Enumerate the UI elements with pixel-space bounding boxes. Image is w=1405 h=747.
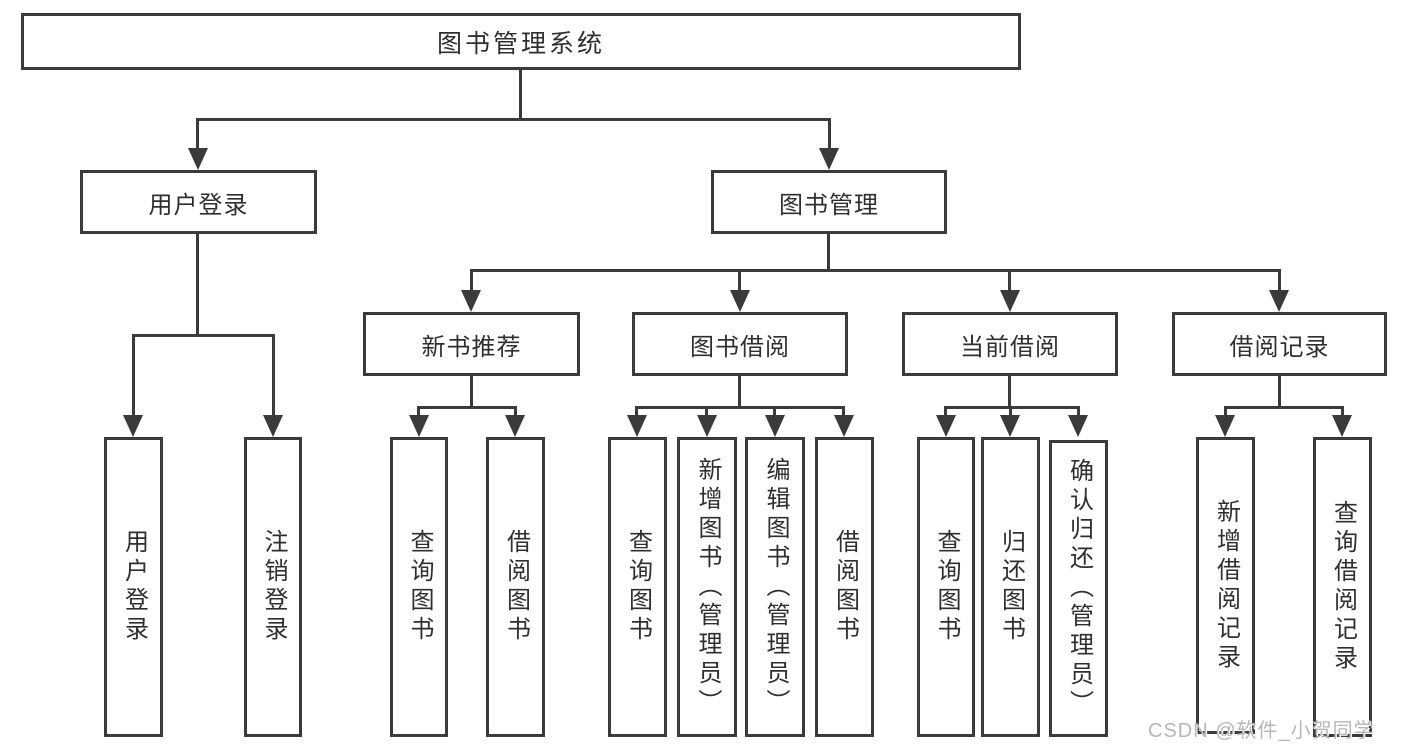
node-leaf-user-login: 用户登录	[104, 437, 163, 737]
arrowhead-confirm-return	[1068, 415, 1088, 437]
node-leaf-borrow-books-rec: 借阅图书	[486, 437, 545, 737]
arrowhead-user-login	[188, 148, 208, 170]
node-label: 查询图书	[624, 529, 652, 645]
connector-drop-leaf-logout	[272, 334, 275, 421]
node-leaf-query-books-borrow: 查询图书	[608, 437, 667, 737]
node-label: 借阅图书	[502, 529, 530, 645]
connector-drop	[1341, 406, 1344, 421]
node-leaf-query-books-current: 查询图书	[917, 437, 975, 737]
arrowhead-return-books	[1000, 415, 1020, 437]
connector-book-borrow-split	[635, 406, 845, 409]
node-label: 注销登录	[260, 529, 287, 645]
node-label: 图书管理	[779, 191, 879, 219]
arrowhead-current-borrow	[1000, 290, 1020, 312]
node-leaf-query-borrow-record: 查询借阅记录	[1313, 437, 1372, 737]
connector-drop	[944, 406, 947, 421]
node-label: 新书推荐	[421, 333, 522, 361]
node-label: 图书借阅	[690, 333, 790, 361]
node-leaf-return-books: 归还图书	[981, 437, 1040, 737]
connector-root-split	[196, 118, 831, 121]
node-leaf-borrow-books: 借阅图书	[815, 437, 874, 737]
arrowhead-edit-books	[765, 415, 785, 437]
connector-drop-book-borrow	[738, 269, 741, 294]
arrowhead-borrow-books	[834, 415, 854, 437]
connector-new-book-rec-stub	[470, 376, 473, 409]
node-label: 确认归还（管理员）	[1065, 458, 1093, 719]
connector-drop	[705, 406, 708, 421]
arrowhead-leaf-logout	[263, 415, 283, 437]
node-label: 新增图书（管理员）	[694, 456, 721, 718]
arrowhead-query-books-current	[936, 415, 956, 437]
node-leaf-confirm-return-admin: 确认归还（管理员）	[1049, 440, 1108, 737]
arrowhead-query-record	[1332, 415, 1352, 437]
node-leaf-edit-books-admin: 编辑图书（管理员）	[745, 437, 805, 737]
connector-borrow-record-stub	[1278, 376, 1281, 409]
node-leaf-query-books-rec: 查询图书	[390, 437, 448, 737]
node-label: 借阅图书	[831, 529, 859, 645]
arrowhead-book-mgmt	[819, 148, 839, 170]
connector-drop-borrow-record	[1278, 269, 1281, 294]
arrowhead-leaf-user-login	[123, 415, 143, 437]
node-leaf-logout-login: 注销登录	[244, 437, 302, 737]
csdn-watermark: CSDN @软件_小贺同学	[1148, 720, 1375, 742]
node-label: 借阅记录	[1229, 333, 1330, 361]
arrowhead-borrow-books-rec	[505, 415, 525, 437]
arrowhead-add-record	[1215, 415, 1235, 437]
arrowhead-borrow-record	[1269, 290, 1289, 312]
arrowhead-query-books-rec	[409, 415, 429, 437]
node-label: 新增借阅记录	[1212, 498, 1240, 673]
connector-drop-user-login	[196, 118, 199, 152]
node-label: 当前借阅	[960, 333, 1060, 361]
connector-new-book-rec-split	[417, 406, 516, 409]
node-label: 用户登录	[148, 191, 249, 219]
node-label: 查询借阅记录	[1329, 500, 1357, 674]
connector-drop	[417, 406, 420, 421]
node-user-login: 用户登录	[80, 170, 317, 234]
node-library-management-system: 图书管理系统	[21, 13, 1021, 70]
arrowhead-new-book-rec	[461, 290, 481, 312]
connector-root-stub	[519, 70, 522, 120]
connector-user-login-stub	[196, 234, 199, 337]
connector-book-mgmt-split	[470, 269, 1281, 272]
connector-drop	[635, 406, 638, 421]
connector-drop	[842, 406, 845, 421]
node-borrow-record: 借阅记录	[1172, 312, 1387, 376]
arrowhead-book-borrow	[730, 290, 750, 312]
connector-current-borrow-stub	[1008, 376, 1011, 409]
node-label: 编辑图书（管理员）	[762, 456, 789, 718]
node-label: 用户登录	[120, 529, 148, 645]
connector-drop	[773, 406, 776, 421]
node-leaf-add-books-admin: 新增图书（管理员）	[677, 437, 737, 737]
connector-book-borrow-stub	[738, 376, 741, 409]
connector-drop-current-borrow	[1008, 269, 1011, 294]
node-new-book-recommend: 新书推荐	[363, 312, 580, 376]
node-book-management: 图书管理	[711, 170, 947, 234]
node-label: 查询图书	[933, 529, 960, 645]
connector-drop-book-mgmt	[828, 118, 831, 152]
connector-borrow-record-split	[1224, 406, 1343, 409]
connector-drop-leaf-user-login	[132, 334, 135, 421]
node-label: 图书管理系统	[436, 29, 605, 58]
connector-drop-new-book-rec	[470, 269, 473, 294]
node-book-borrow: 图书借阅	[632, 312, 848, 376]
connector-drop	[1224, 406, 1227, 421]
connector-drop	[514, 406, 517, 421]
connector-drop	[1009, 406, 1012, 421]
node-label: 查询图书	[406, 529, 433, 645]
node-leaf-add-borrow-record: 新增借阅记录	[1196, 437, 1255, 734]
arrowhead-add-books	[697, 415, 717, 437]
connector-book-mgmt-stub	[827, 234, 830, 272]
node-label: 归还图书	[997, 529, 1025, 645]
arrowhead-query-books-borrow	[627, 415, 647, 437]
connector-user-login-split	[132, 334, 275, 337]
node-current-borrow: 当前借阅	[902, 312, 1118, 376]
connector-drop	[1077, 406, 1080, 421]
